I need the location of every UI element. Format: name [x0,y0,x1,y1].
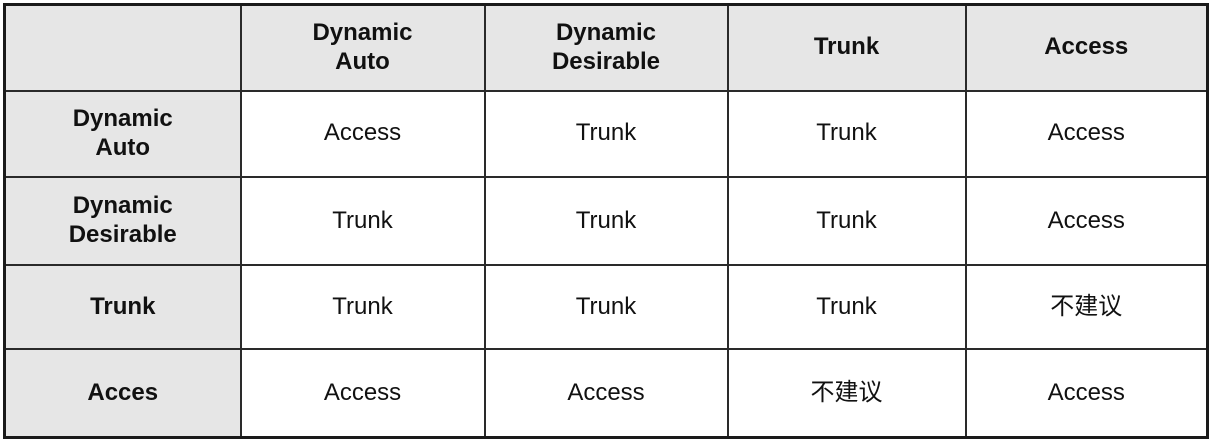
table-cell: Trunk [483,175,729,267]
table-row: Acces Access Access 不建议 Access [3,348,1209,439]
table-cell: Access [239,348,486,439]
column-header-trunk: Trunk [726,3,967,92]
table-cell: Trunk [726,264,967,351]
table-cell: 不建议 [726,348,967,439]
table-cell: Trunk [483,89,729,178]
table-cell: 不建议 [964,264,1209,351]
table-cell: Access [964,89,1209,178]
table-cell: Access [239,89,486,178]
row-header-trunk: Trunk [3,264,242,351]
table-cell: Access [964,175,1209,267]
table-cell: Trunk [726,175,967,267]
table-cell: Access [964,348,1209,439]
column-header-access: Access [964,3,1209,92]
table-row: Trunk Trunk Trunk Trunk 不建议 [3,264,1209,351]
table-cell: Trunk [726,89,967,178]
table-cell: Access [483,348,729,439]
corner-cell [3,3,242,92]
row-header-acces: Acces [3,348,242,439]
table-cell: Trunk [239,175,486,267]
table-cell: Trunk [239,264,486,351]
table-cell: Trunk [483,264,729,351]
